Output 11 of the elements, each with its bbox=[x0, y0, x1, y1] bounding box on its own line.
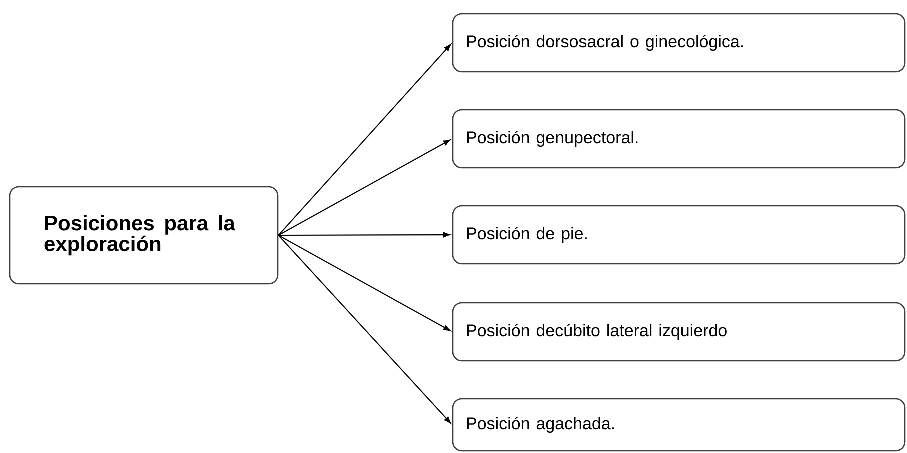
position-box: Posición decúbito lateral izquierdo bbox=[452, 302, 906, 362]
position-box: Posición de pie. bbox=[452, 205, 906, 265]
position-box: Posición agachada. bbox=[452, 398, 906, 452]
arrow bbox=[278, 232, 450, 238]
topic-box: Posiciones para la exploración bbox=[9, 186, 279, 285]
arrow bbox=[278, 140, 451, 236]
position-box: Posición dorsosacral o ginecológica. bbox=[452, 13, 906, 73]
arrow bbox=[278, 44, 452, 236]
position-box: Posición genupectoral. bbox=[452, 109, 906, 169]
arrow bbox=[278, 235, 451, 332]
arrow bbox=[278, 235, 452, 424]
